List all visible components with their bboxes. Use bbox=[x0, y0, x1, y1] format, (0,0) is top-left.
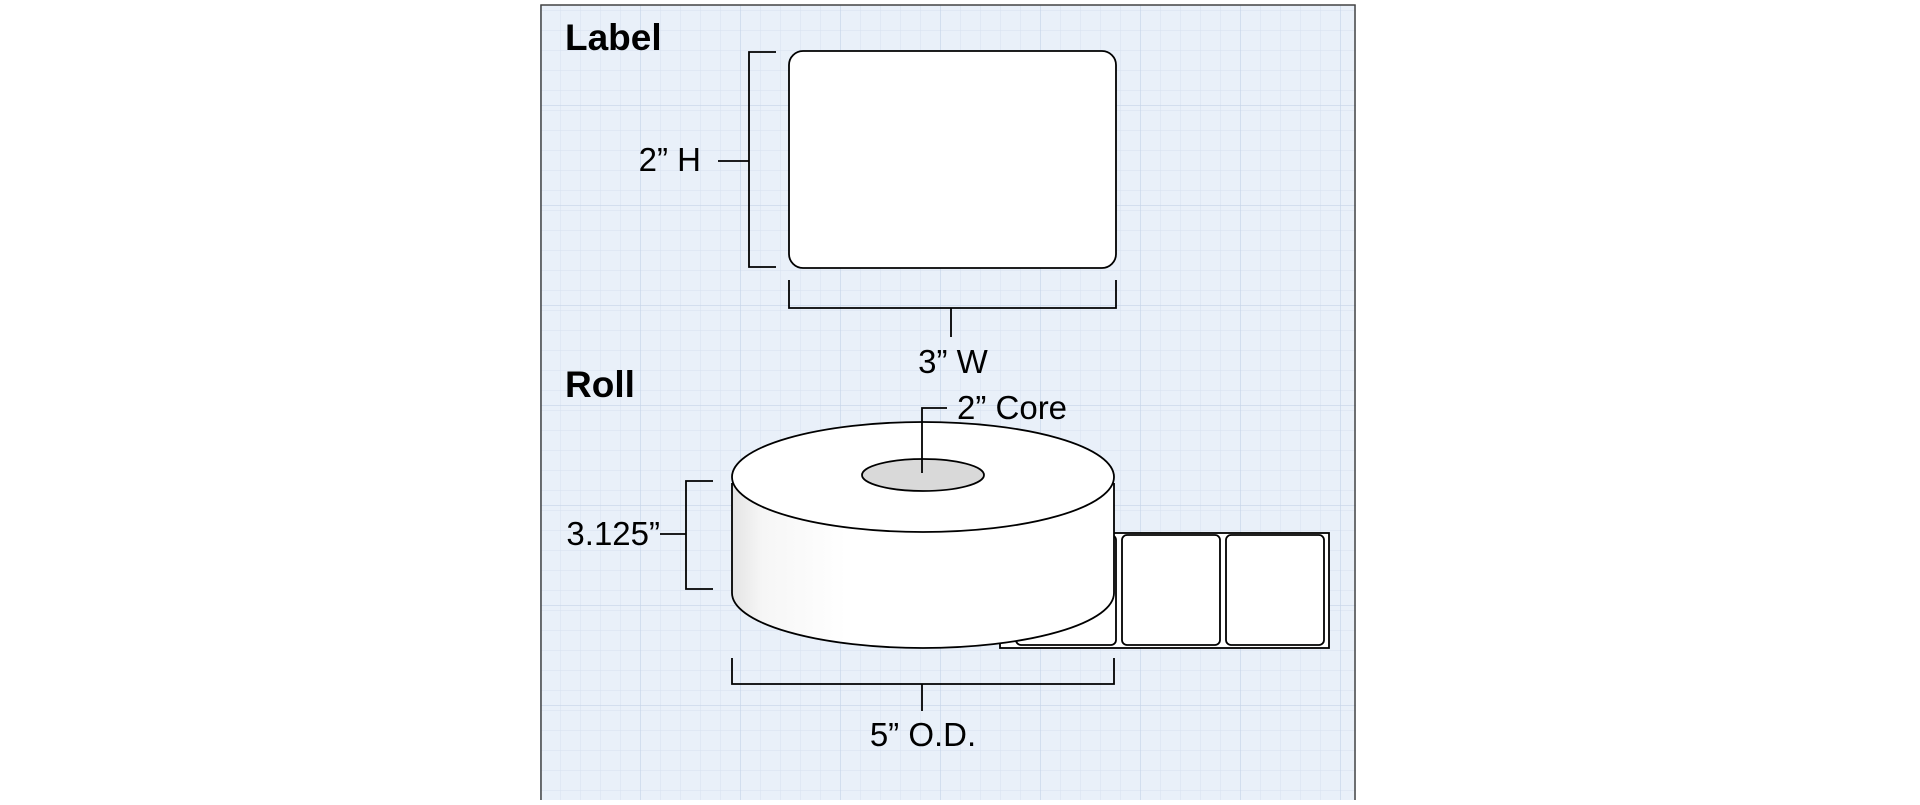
roll-width-bracket bbox=[685, 480, 713, 590]
roll-section: Roll 2” Core 3.125” 5” O.D. bbox=[565, 364, 1330, 753]
label-heading: Label bbox=[565, 17, 662, 58]
outer-diameter-text: 5” O.D. bbox=[870, 716, 976, 753]
label-width-bracket bbox=[788, 280, 1117, 309]
label-section: Label 2” H 3” W bbox=[565, 17, 1117, 380]
strip-label bbox=[1225, 534, 1325, 646]
core-text: 2” Core bbox=[957, 389, 1067, 426]
outer-diameter-bracket bbox=[731, 658, 1115, 685]
roll-core bbox=[861, 458, 985, 492]
label-shape bbox=[788, 50, 1117, 269]
core-leader bbox=[921, 407, 947, 473]
label-height-bracket bbox=[748, 51, 776, 268]
strip-label bbox=[1121, 534, 1221, 646]
label-width-text: 3” W bbox=[918, 343, 989, 380]
label-height-text: 2” H bbox=[639, 141, 701, 178]
grid-panel-border bbox=[540, 4, 1356, 800]
roll-width-text: 3.125” bbox=[566, 515, 660, 552]
roll-heading: Roll bbox=[565, 364, 635, 405]
roll-side-outline bbox=[731, 483, 1115, 649]
